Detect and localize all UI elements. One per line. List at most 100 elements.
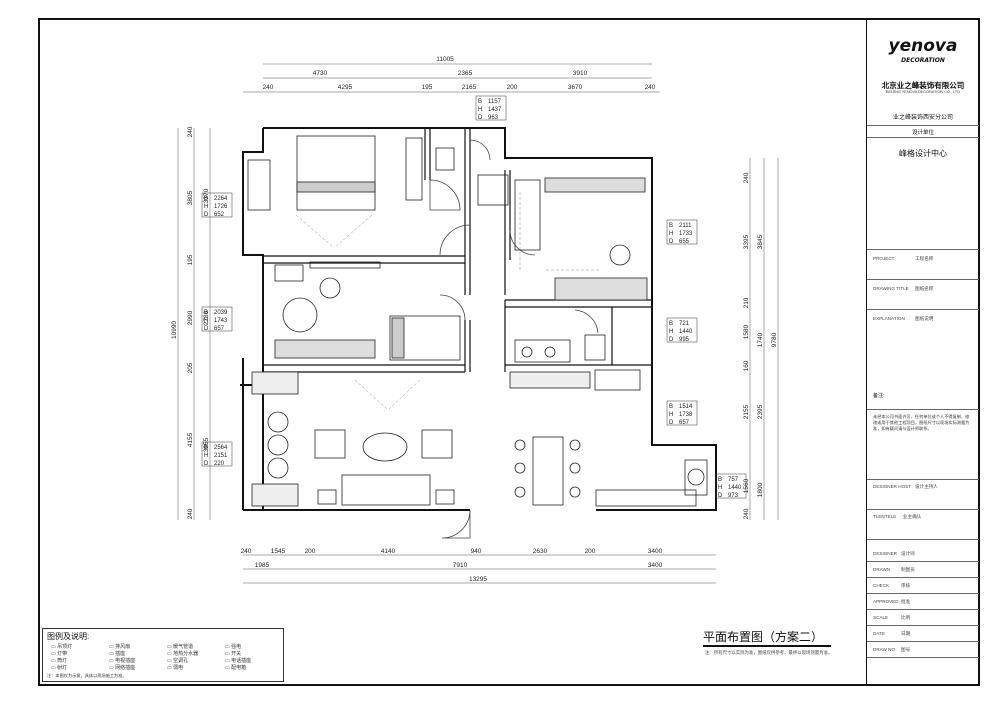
dim-top-detail-value: 240 [645,84,656,91]
room-spec-key: B [669,223,673,229]
dim-top-detail-value: 3670 [568,84,583,91]
dim-right-mid-value: 2395 [757,404,764,419]
row-label-en: DESIGNER [873,551,897,556]
room-spec-value: 2111 [679,223,692,229]
legend-item: ▭ 网络插座 [109,665,136,671]
project-label: PROJECT [873,256,895,261]
left-dimensions [177,128,211,520]
room-spec-key: B [204,196,208,202]
room-spec-box [201,441,233,467]
room-spec-value: 657 [679,420,690,426]
room-spec-box [201,306,233,332]
design-unit-cell: 设计单位 [867,126,979,138]
legend-title: 图例及说明: [47,632,90,641]
dim-bottom-total: 13295 [469,576,487,583]
wardrobe-third [514,179,541,251]
room-spec-value: 655 [679,239,690,245]
dim-right-inner-value: 240 [743,172,750,183]
designer-host-label: DESIGNER HOST [873,484,912,489]
dim-left-inner-value: 3370 [203,188,210,203]
legend-item: ▭ 插座 [109,651,126,657]
dim-right-inner-value: 3395 [743,234,750,249]
project-value: 工程名称 [915,256,934,261]
toilet-master [435,147,455,171]
dim-bottom-detail-value: 2630 [533,548,548,555]
room-spec-value: 657 [214,326,225,332]
explanation-value: 图纸说明 [915,316,934,321]
room-spec-value: 220 [214,461,225,467]
room-spec-value: 1733 [679,231,693,237]
tlentele-label: TLENTELE [873,514,897,519]
design-center: 峰格设计中心 [899,149,947,158]
dim-bottom-detail-value: 940 [471,548,482,555]
designer-host-value: 设计主持人 [915,484,938,489]
legend-item: ▭ 弱电 [167,665,184,671]
ceiling-lines [295,192,600,411]
drawing-title-label: DRAWING TITLE [873,286,909,291]
design-center-cell: 峰格设计中心 [867,138,979,250]
furniture [247,135,708,507]
row-label-cn: 审核 [901,583,911,588]
dim-bottom-detail-value: 200 [305,548,316,555]
room-spec-key: H [204,318,208,324]
room-spec-key: D [669,420,674,426]
legend-item: ▭ 空调孔 [167,658,189,664]
room-spec-key: B [204,310,208,316]
row-label-en: DATE [873,631,885,636]
dim-bottom-detail-value: 4140 [381,548,396,555]
legend-item: ▭ 排风扇 [109,644,131,650]
balcony-cabinet [595,489,697,507]
dim-left-mid-value: 240 [187,508,194,519]
dim-bottom-mid-value: 3400 [648,562,663,569]
room-spec-key: D [669,239,674,245]
dim-right-mid-value: 1800 [757,482,764,497]
row-label-en: DRAWN [873,567,891,572]
room-spec-value: 1440 [679,329,693,335]
bottom-dimensions [243,554,716,584]
dim-bottom-detail-value: 1545 [271,548,286,555]
second-bed-base [274,339,376,359]
notes-cell: 未经本公司书面许可，任何单位或个人不得复制、修改或用于其他工程项目。图纸尺寸以现… [867,410,979,480]
dim-top-detail-value: 195 [422,84,433,91]
company-name-cn: 北京业之峰装饰有限公司 [881,81,965,90]
room-spec-value: 963 [488,115,499,121]
row-label-cn: 制图员 [901,567,915,572]
room-spec-value: 1437 [488,107,502,113]
room-spec-key: D [204,212,209,218]
third-bed-base [554,277,648,301]
sofa [341,474,431,506]
row-label-en: DRAW NO [873,647,896,652]
dim-right-inner-value: 240 [743,508,750,519]
room-spec-key: B [669,321,673,327]
dim-left-mid-value: 205 [187,362,194,373]
legend-item: ▭ 配电箱 [225,665,247,671]
tlentele-value: 业主确认 [903,514,922,519]
room-spec-value: 973 [728,493,739,499]
room-spec-key: B [478,99,482,105]
toilet-second [584,334,606,361]
designer-host-cell: DESIGNER HOST 设计主持人 [867,480,979,510]
shower [477,174,509,206]
notes-text: 未经本公司书面许可，任何单位或个人不得复制、修改或用于其他工程项目。图纸尺寸以现… [873,414,970,431]
room-spec-key: D [669,337,674,343]
room-spec-key: D [204,461,209,467]
room-spec-key: B [718,477,722,483]
master-bed [296,135,376,211]
legend-footnote: 注：本图仅为示意，具体以现场施工为准。 [47,673,127,678]
row-label-en: SCALE [873,615,889,620]
dim-top-total: 11005 [436,56,454,63]
room-spec-key: H [669,231,673,237]
room-spec-value: 2151 [214,453,228,459]
vanity [514,339,571,363]
drawing-title-value: 图纸名称 [915,286,934,291]
row-label-en: APPROVED [873,599,899,604]
legend-item: ▭ 开关 [225,651,242,657]
dim-top-mid-value: 2365 [458,70,473,77]
